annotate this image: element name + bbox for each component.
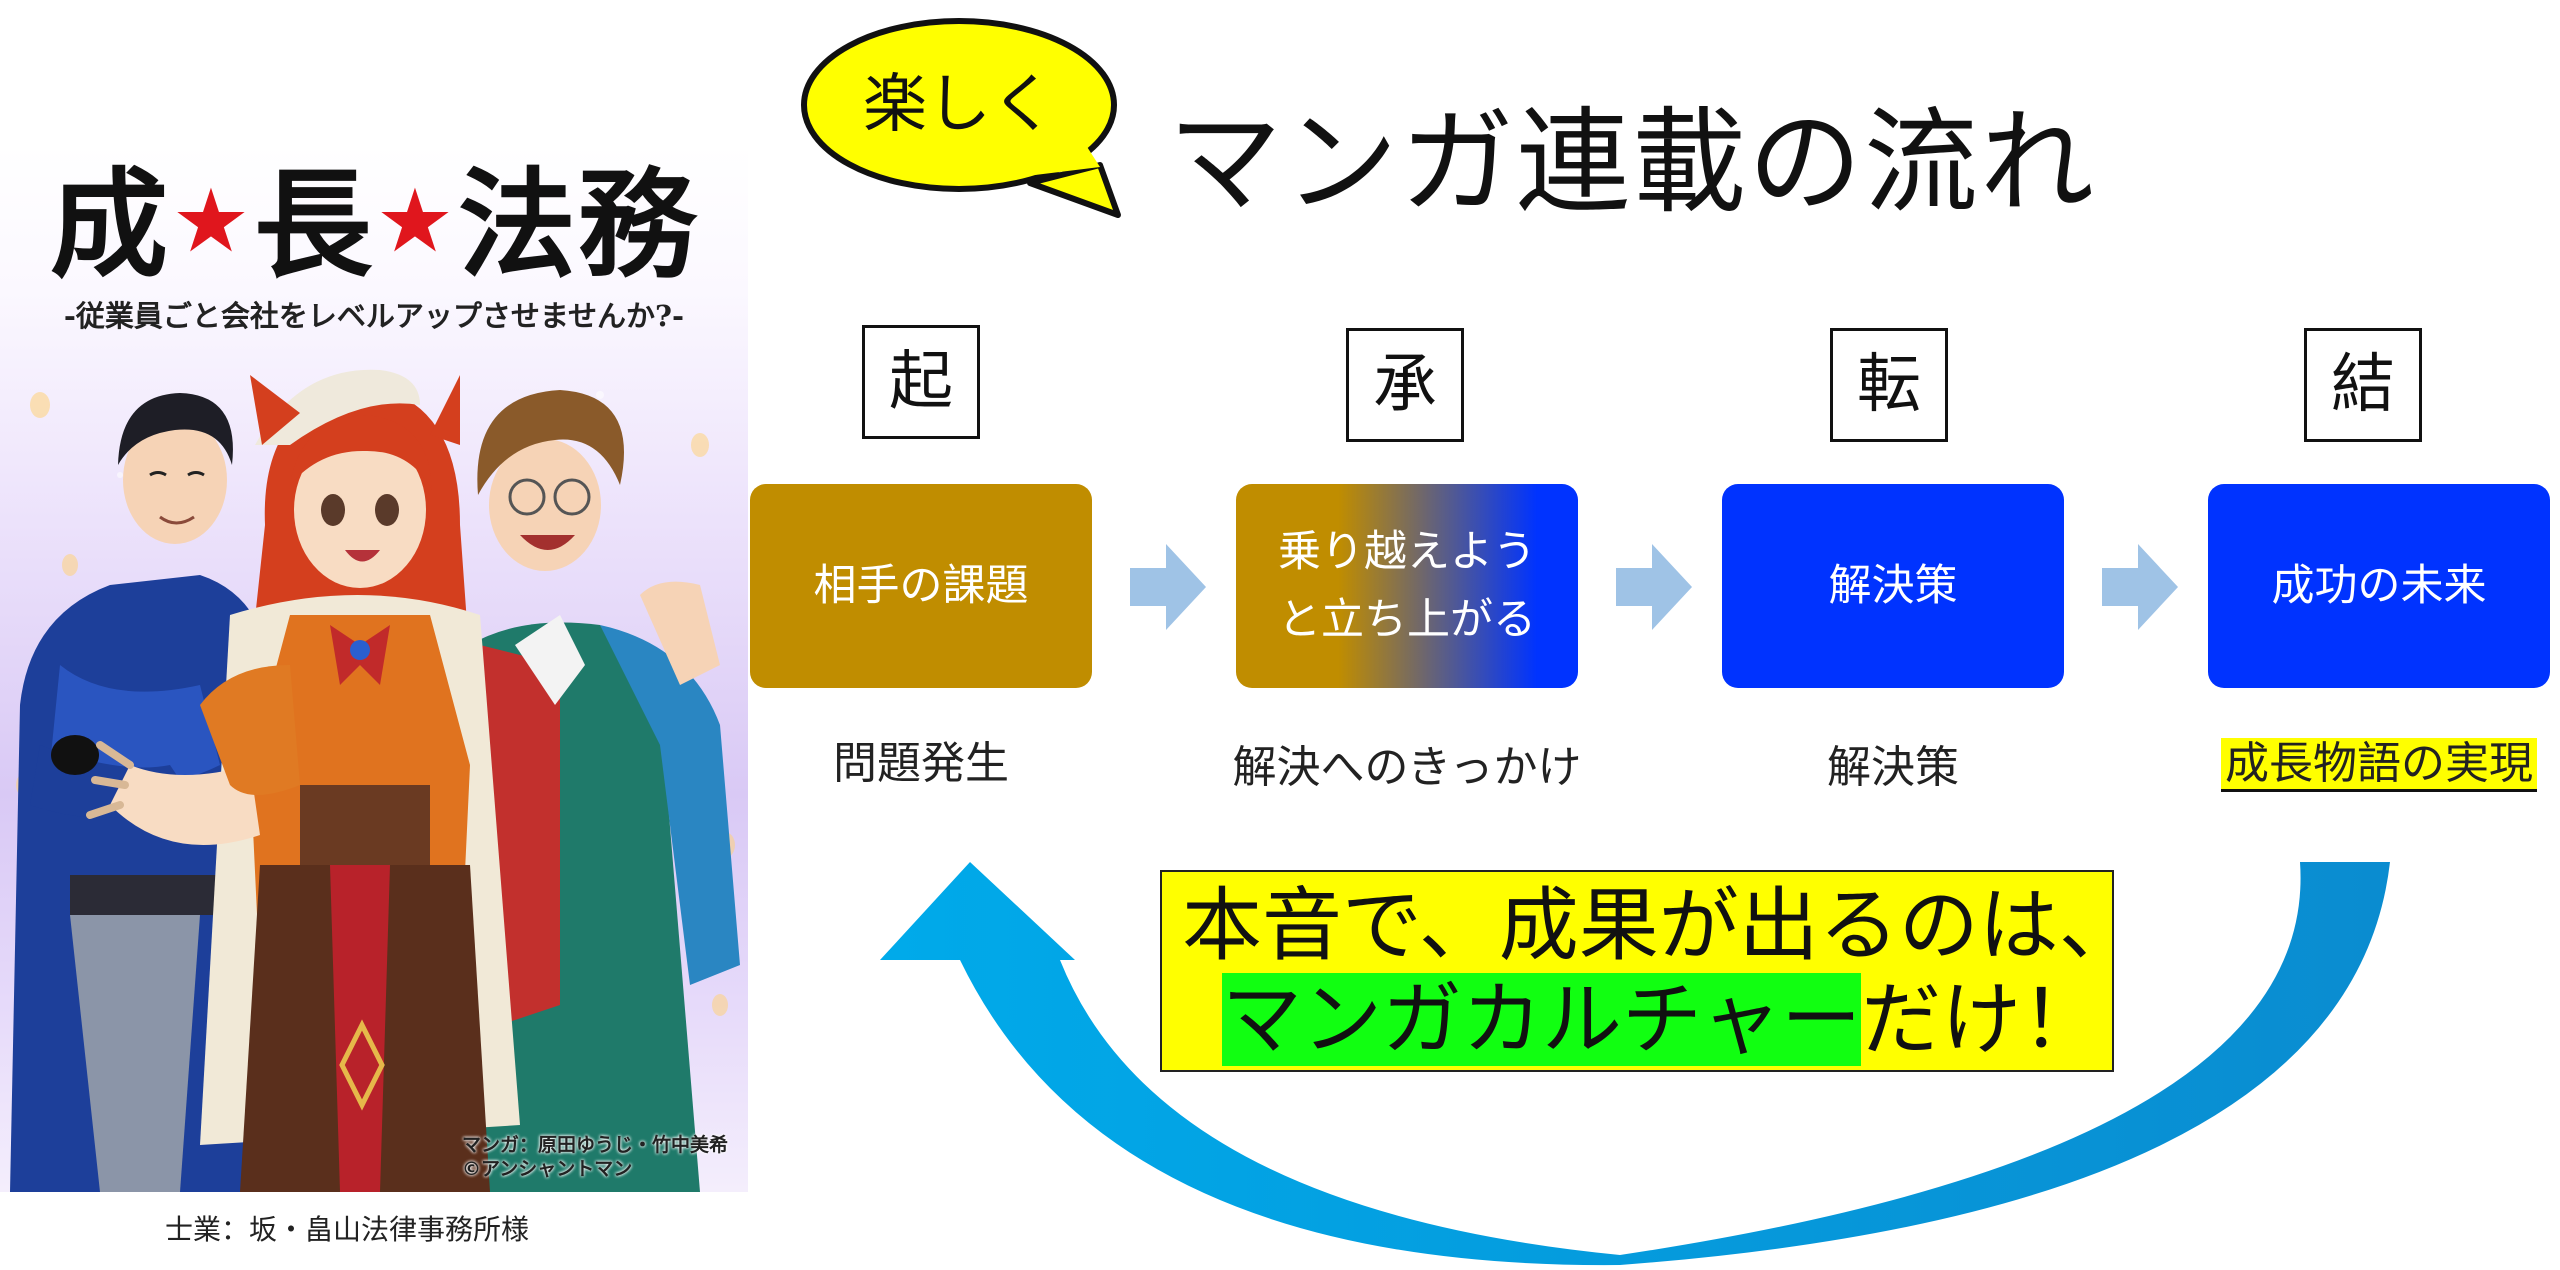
red-star-icon: ★ — [176, 176, 248, 267]
page-title: マンガ連載の流れ — [1168, 96, 2097, 229]
stage-box-2: 乗り越えよう と立ち上がる — [1236, 484, 1578, 688]
cover-credit-copyright: ©アンシャントマン — [462, 1158, 633, 1180]
message-banner: 本音で、成果が出るのは、 マンガカルチャーだけ！ — [1160, 870, 2139, 1072]
cover-title-part: 法務 — [457, 155, 698, 294]
stage-box-1: 相手の課題 — [750, 484, 1092, 688]
stage-kanji-sho: 承 — [1346, 328, 1464, 442]
cover-credit-authors: マンガ：原田ゆうじ・竹中美希 — [462, 1134, 729, 1156]
stage-label-1: 問題発生 — [833, 738, 1009, 789]
manga-culture-highlight: マンガカルチャー — [1222, 973, 1862, 1066]
cover-caption: 士業：坂・畠山法律事務所様 — [165, 1213, 530, 1246]
stage-box-text: 乗り越えよう と立ち上がる — [1278, 518, 1536, 654]
stage-kanji-ten: 転 — [1830, 328, 1948, 442]
red-star-icon: ★ — [380, 176, 452, 267]
right-arrow-icon — [1616, 544, 1692, 630]
stage-kanji-ketsu: 結 — [2304, 328, 2422, 442]
stage-label-3: 解決策 — [1827, 742, 1959, 793]
stage-kanji-ki: 起 — [862, 325, 980, 439]
stage-box-text: 成功の未来 — [2271, 561, 2487, 611]
stage-box-3: 解決策 — [1722, 484, 2064, 688]
stage-box-text: 相手の課題 — [813, 561, 1029, 611]
message-line-2: マンガカルチャーだけ！ — [1222, 972, 2101, 1068]
cover-title-part: 長 — [253, 155, 374, 294]
right-arrow-icon — [2102, 544, 2178, 630]
cover-credit: マンガ：原田ゆうじ・竹中美希 ©アンシャントマン — [462, 1133, 728, 1181]
cover-subtitle: -従業員ごと会社をレベルアップさせませんか?- — [63, 299, 685, 333]
stage-box-text: 解決策 — [1828, 561, 1958, 611]
stage-box-4: 成功の未来 — [2208, 484, 2550, 688]
highlighted-label: 成長物語の実現 — [2221, 738, 2537, 792]
message-line-1: 本音で、成果が出るのは、 — [1182, 879, 2139, 972]
manga-illustration — [10, 369, 740, 1192]
manga-cover: 成★長★法務 -従業員ごと会社をレベルアップさせませんか?- マンガ：原田ゆうじ… — [0, 145, 748, 1192]
stage-box-line: 乗り越えよう — [1278, 527, 1536, 577]
right-arrow-icon — [1130, 544, 1206, 630]
stage-label-4: 成長物語の実現 — [2159, 732, 2560, 796]
speech-bubble — [801, 18, 1121, 218]
cover-title: 成★長★法務 — [0, 163, 748, 287]
stage-label-2: 解決へのきっかけ — [1232, 742, 1582, 793]
stage-box-line: と立ち上がる — [1278, 595, 1536, 645]
bubble-text: 楽しく — [863, 68, 1055, 142]
cycle-arrow-icon — [880, 862, 2390, 1266]
cover-title-part: 成 — [50, 155, 171, 294]
message-line-2-rest: だけ！ — [1861, 973, 2102, 1066]
